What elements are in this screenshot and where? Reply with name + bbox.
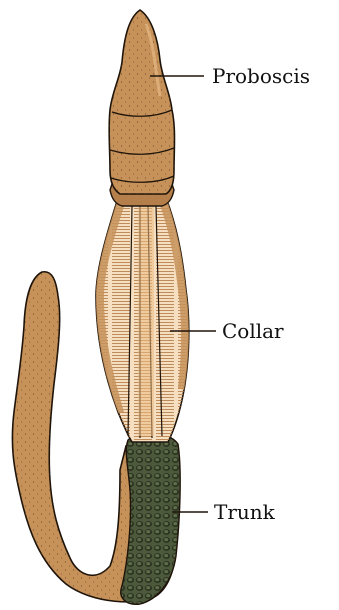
collar-body bbox=[96, 198, 189, 442]
proboscis-body bbox=[109, 10, 174, 194]
trunk-genital-region bbox=[121, 433, 180, 604]
trunk-label: Trunk bbox=[214, 500, 276, 524]
collar-label: Collar bbox=[222, 319, 284, 343]
proboscis-label: Proboscis bbox=[212, 64, 310, 88]
